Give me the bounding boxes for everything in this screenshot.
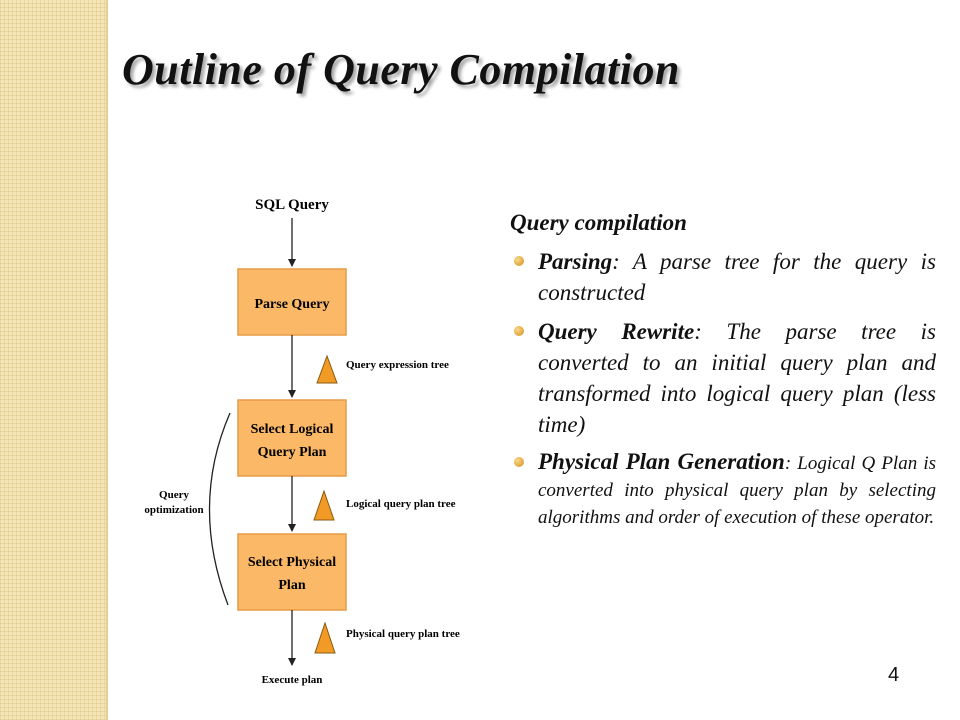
output-label-query-expression-tree: Query expression tree [346, 359, 449, 371]
bullet-icon [514, 256, 524, 266]
step-box-parse-query: Parse Query [237, 268, 347, 336]
bullet-body: : A parse tree for the query is construc… [538, 249, 936, 305]
bullet-physical-plan-generation: Physical Plan Generation: Logical Q Plan… [510, 448, 936, 531]
step-box-select-logical-query-plan: Select Logical Query Plan [237, 399, 347, 477]
svg-text:Query: Query [159, 489, 189, 501]
tree-triangle-icon [314, 621, 336, 654]
step-box [237, 399, 347, 477]
side-strip-border [106, 0, 108, 720]
output-label-logical-query-plan-tree: Logical query plan tree [346, 498, 456, 510]
step-box-select-physical-plan: Select Physical Plan [237, 533, 347, 611]
query-compilation-diagram: SQL Query Parse Query Query expression t… [144, 197, 460, 686]
step-box [237, 533, 347, 611]
page-number: 4 [888, 664, 900, 686]
execute-plan-label: Execute plan [262, 674, 323, 686]
bullet-query-rewrite: Query Rewrite: The parse tree is convert… [510, 316, 936, 440]
bullet-body: : The parse tree is converted to an init… [538, 319, 937, 437]
step-label: Plan [278, 578, 305, 593]
tree-triangle-icon [316, 354, 338, 384]
step-label: Parse Query [254, 297, 329, 312]
svg-text:Query Plan: Query Plan [258, 445, 327, 460]
output-label-physical-query-plan-tree: Physical query plan tree [346, 628, 460, 640]
step-label: Select Physical [248, 555, 336, 570]
svg-text:Plan: Plan [278, 578, 305, 593]
optimization-bracket [208, 412, 231, 606]
bullet-parsing: Parsing: A parse tree for the query is c… [510, 246, 936, 308]
svg-text:Select Physical: Select Physical [248, 555, 336, 570]
bullet-icon [514, 457, 524, 467]
slide-title: Outline of Query Compilation [122, 45, 680, 94]
sql-query-label: SQL Query [255, 197, 329, 213]
bullet-body-lead: : [784, 453, 792, 474]
bullet-list: Parsing: A parse tree for the query is c… [510, 246, 936, 531]
svg-text:Select Logical: Select Logical [251, 422, 334, 437]
bullet-term: Physical Plan Generation [538, 449, 785, 474]
bullet-icon [514, 326, 524, 336]
svg-text:Parse Query: Parse Query [254, 297, 329, 312]
panel-heading: Query compilation [510, 210, 687, 235]
step-label: Query Plan [258, 445, 327, 460]
bullet-body: Logical Q Plan is converted into physica… [538, 453, 937, 528]
svg-text:optimization: optimization [144, 504, 203, 516]
decorative-side-strip [0, 0, 106, 720]
tree-triangle-icon [313, 489, 335, 521]
bullet-term: Parsing [538, 249, 613, 274]
query-optimization-label: Query [159, 489, 189, 501]
query-optimization-label: optimization [144, 504, 203, 516]
bullet-term: Query Rewrite [538, 319, 695, 344]
text-panel: Query compilation Parsing: A parse tree … [510, 210, 936, 539]
step-label: Select Logical [251, 422, 334, 437]
